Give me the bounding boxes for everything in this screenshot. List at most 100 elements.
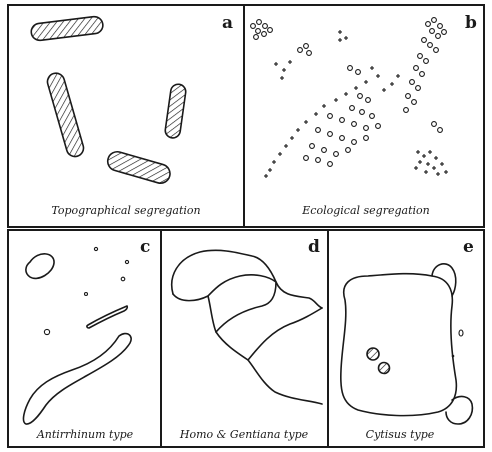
circle-marker bbox=[350, 106, 355, 111]
small-island bbox=[121, 277, 125, 281]
panel-d-letter: d bbox=[308, 237, 320, 257]
cross-marker bbox=[354, 86, 358, 90]
circle-marker bbox=[424, 59, 429, 64]
circle-marker bbox=[376, 124, 381, 129]
range-boundary bbox=[216, 282, 276, 332]
circle-marker bbox=[422, 38, 427, 43]
circle-marker bbox=[430, 29, 435, 34]
circle-marker bbox=[426, 22, 431, 27]
circle-marker bbox=[307, 51, 312, 56]
panel-e-letter: e bbox=[463, 237, 474, 257]
circle-marker bbox=[340, 118, 345, 123]
circle-marker bbox=[262, 32, 267, 37]
circle-marker bbox=[322, 148, 327, 153]
circle-marker bbox=[352, 122, 357, 127]
hatched-patch bbox=[45, 71, 85, 158]
circle-marker bbox=[410, 80, 415, 85]
cross-marker bbox=[390, 82, 394, 86]
panel-e-frame bbox=[328, 230, 484, 447]
circle-marker bbox=[436, 34, 441, 39]
panel-c: c Antirrhinum type bbox=[8, 230, 161, 447]
small-island bbox=[125, 260, 128, 263]
small-outlier bbox=[452, 355, 455, 358]
circle-marker bbox=[257, 20, 262, 25]
circle-marker bbox=[434, 48, 439, 53]
panel-b: b Ecological segregation bbox=[244, 5, 484, 227]
cross-marker bbox=[424, 170, 428, 174]
hatched-patch bbox=[105, 150, 172, 186]
circle-marker bbox=[352, 140, 357, 145]
island-outline bbox=[87, 306, 127, 328]
panel-c-caption: Antirrhinum type bbox=[36, 428, 134, 441]
hatched-patch bbox=[164, 83, 186, 139]
outlier-range bbox=[446, 397, 472, 424]
circle-marker bbox=[334, 152, 339, 157]
circle-marker bbox=[256, 29, 261, 34]
circle-marker bbox=[420, 72, 425, 77]
panel-d: d Homo & Gentiana type bbox=[161, 230, 328, 447]
circle-marker bbox=[304, 44, 309, 49]
cross-marker bbox=[422, 154, 426, 158]
circle-markers bbox=[251, 18, 447, 167]
cross-marker bbox=[432, 166, 436, 170]
circle-marker bbox=[438, 24, 443, 29]
circle-marker bbox=[310, 144, 315, 149]
cross-marker bbox=[344, 92, 348, 96]
cross-marker bbox=[280, 76, 284, 80]
circle-marker bbox=[418, 54, 423, 59]
panel-e: e Cytisus type bbox=[328, 230, 484, 447]
circle-marker bbox=[442, 30, 447, 35]
circle-marker bbox=[370, 114, 375, 119]
island-outline bbox=[26, 254, 54, 279]
circle-marker bbox=[316, 128, 321, 133]
range-boundary bbox=[248, 308, 322, 360]
cross-marker bbox=[290, 136, 294, 140]
cross-marker bbox=[344, 36, 348, 40]
small-island bbox=[44, 329, 49, 334]
panel-d-caption: Homo & Gentiana type bbox=[179, 428, 309, 441]
cross-marker bbox=[338, 38, 342, 42]
circle-marker bbox=[414, 66, 419, 71]
circle-marker bbox=[254, 35, 259, 40]
circle-marker bbox=[364, 136, 369, 141]
circle-marker bbox=[328, 162, 333, 167]
cross-marker bbox=[418, 160, 422, 164]
cross-marker bbox=[428, 150, 432, 154]
cross-marker bbox=[274, 62, 278, 66]
circle-marker bbox=[432, 18, 437, 23]
cross-marker bbox=[278, 152, 282, 156]
circle-marker bbox=[412, 100, 417, 105]
island-outline bbox=[23, 334, 131, 425]
cross-marker bbox=[264, 174, 268, 178]
panel-d-frame bbox=[161, 230, 328, 447]
cross-marker bbox=[282, 68, 286, 72]
circle-marker bbox=[416, 86, 421, 91]
panel-b-frame bbox=[244, 5, 484, 227]
circle-marker bbox=[316, 158, 321, 163]
cross-marker bbox=[338, 30, 342, 34]
circle-marker bbox=[263, 24, 268, 29]
circle-marker bbox=[304, 156, 309, 161]
circle-marker bbox=[348, 66, 353, 71]
cross-marker bbox=[382, 88, 386, 92]
cross-marker bbox=[434, 156, 438, 160]
panel-b-letter: b bbox=[465, 13, 477, 33]
circle-marker bbox=[428, 43, 433, 48]
range-outline bbox=[341, 274, 457, 416]
range-boundary bbox=[208, 275, 276, 296]
small-outlier bbox=[459, 330, 463, 336]
cross-marker bbox=[314, 112, 318, 116]
circle-marker bbox=[340, 136, 345, 141]
circle-marker bbox=[356, 70, 361, 75]
cross-marker bbox=[414, 166, 418, 170]
circle-marker bbox=[268, 28, 273, 33]
panel-a: a Topographical segregation bbox=[8, 5, 244, 227]
circle-marker bbox=[346, 148, 351, 153]
cross-marker bbox=[364, 80, 368, 84]
cross-marker bbox=[284, 144, 288, 148]
range-boundary bbox=[172, 250, 322, 308]
circle-marker bbox=[364, 126, 369, 131]
panel-b-caption: Ecological segregation bbox=[301, 204, 429, 217]
cross-marker bbox=[416, 150, 420, 154]
cross-marker bbox=[370, 66, 374, 70]
